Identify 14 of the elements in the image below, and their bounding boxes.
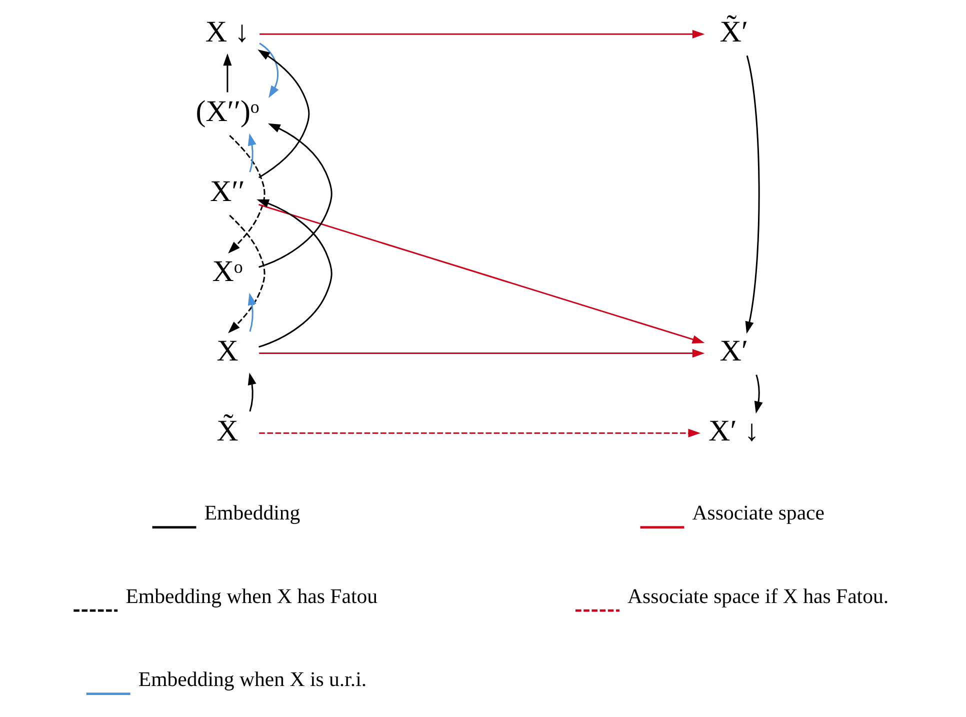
node-text: X̃ bbox=[216, 413, 238, 448]
node-text: X′ ↓ bbox=[708, 413, 760, 448]
node-text: Xᵒ bbox=[212, 254, 243, 288]
legend-label: Embedding bbox=[204, 500, 300, 525]
node-text: (X′′)ᵒ bbox=[196, 94, 260, 128]
legend-label: Embedding when X has Fatou bbox=[126, 584, 378, 608]
legend-label: Embedding when X is u.r.i. bbox=[138, 667, 367, 692]
node-text: X′′ bbox=[210, 174, 245, 208]
node-text: X bbox=[216, 334, 238, 368]
node-text: X ↓ bbox=[205, 14, 250, 48]
legend-label: Associate space if X has Fatou. bbox=[628, 584, 889, 608]
node-text: X̃′ bbox=[720, 14, 748, 48]
legend-label: Associate space bbox=[692, 500, 825, 525]
node-text: X′ bbox=[720, 334, 748, 368]
